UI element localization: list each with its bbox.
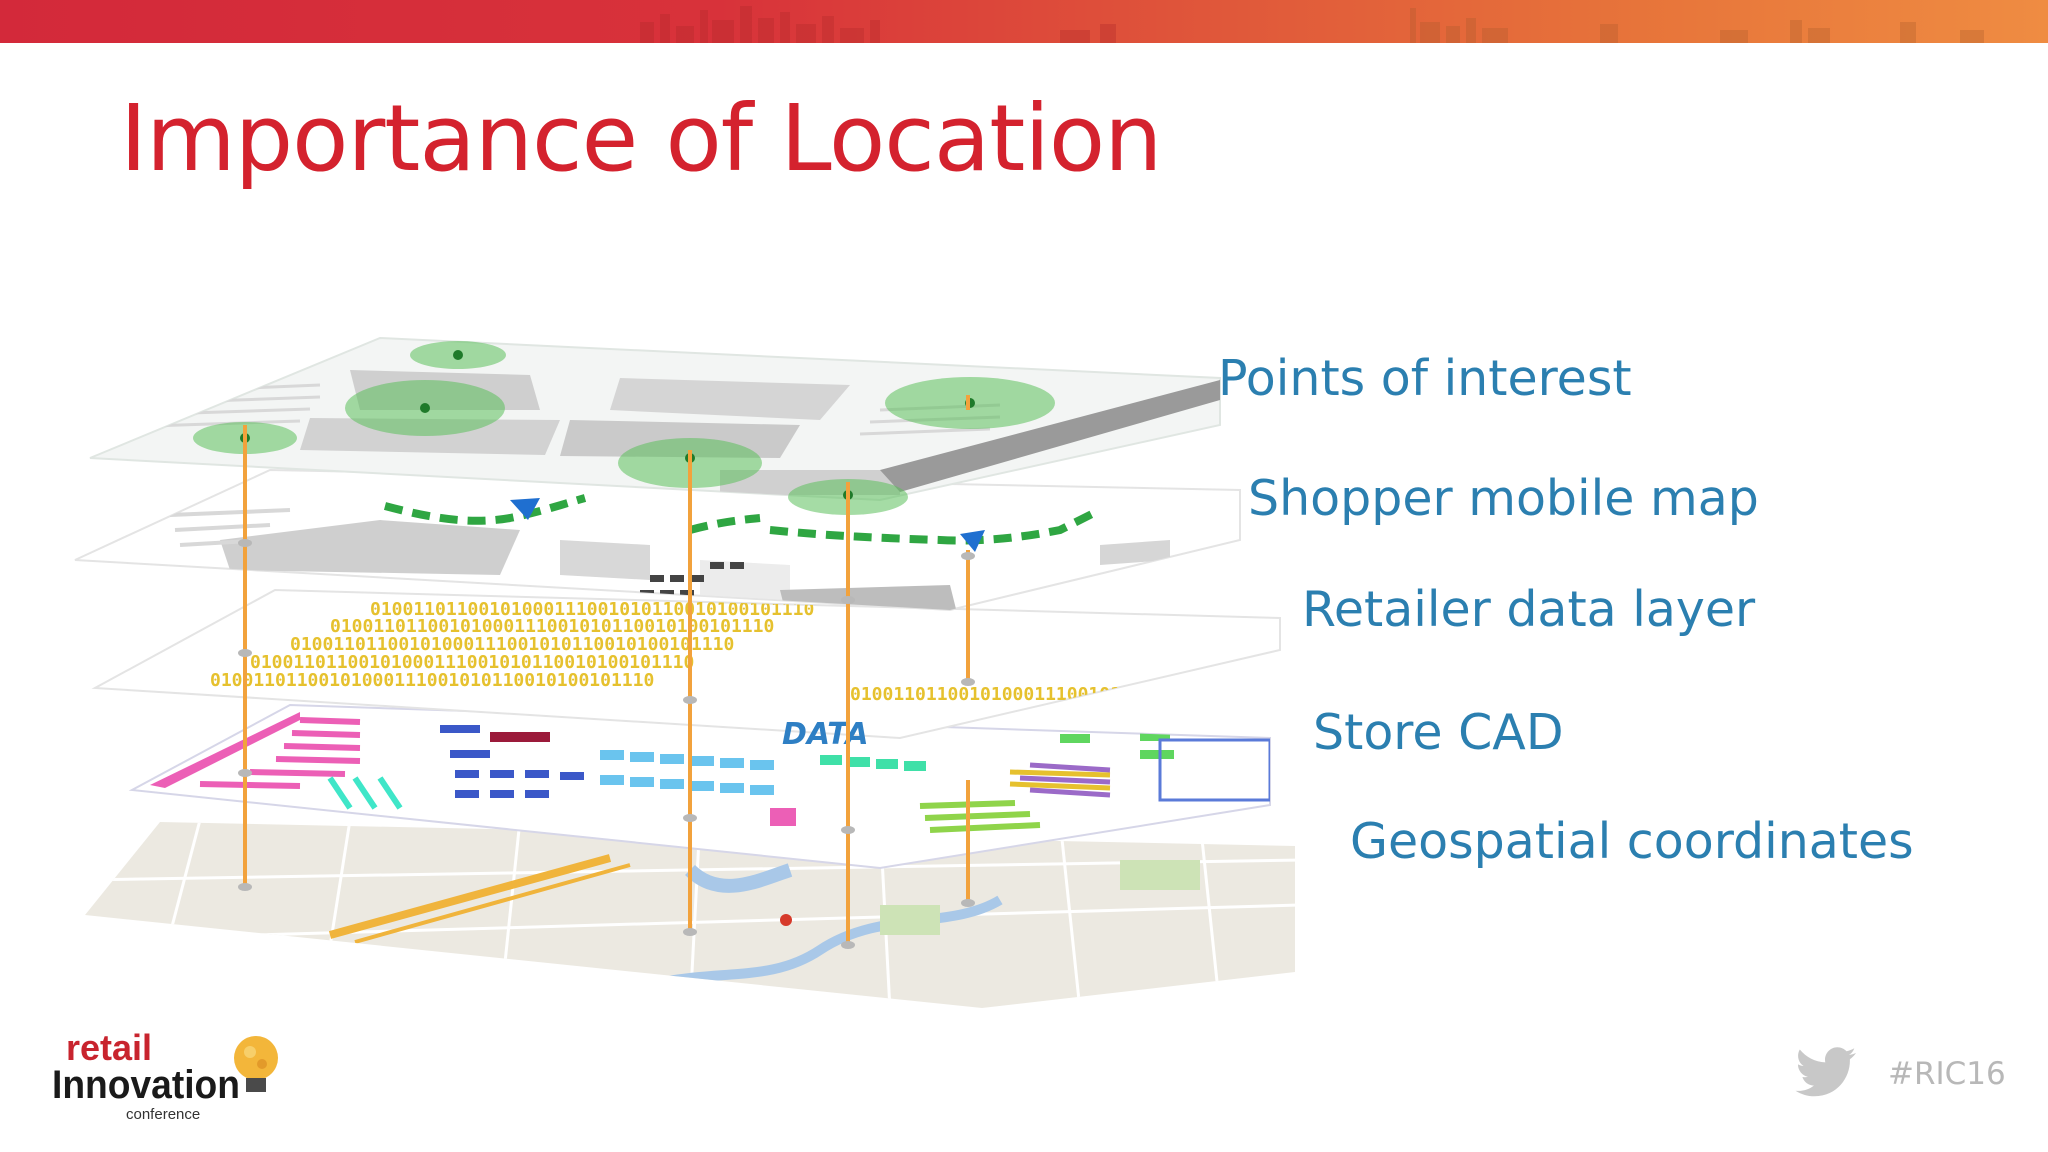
skyline-graphic <box>640 6 1984 43</box>
store-cad-layer <box>128 703 1271 870</box>
binary-row-4: 0100110110010100011100101011001010010111… <box>250 652 694 673</box>
logo-line-innovation: Innovation <box>52 1063 240 1107</box>
logo-line-conference: conference <box>126 1106 200 1123</box>
data-word: DATA <box>782 717 869 752</box>
shopper-mobile-map-layer <box>74 468 1241 612</box>
retailer-data-layer: 0100110110010100011100101011001010010111… <box>91 588 1294 752</box>
top-banner <box>0 0 2048 43</box>
label-points-of-interest: Points of interest <box>1218 350 1632 407</box>
connector-nodes <box>238 539 975 949</box>
points-of-interest-layer <box>89 336 1221 515</box>
lightbulb-icon <box>234 1036 278 1092</box>
binary-row-2: 0100110110010100011100101011001010010111… <box>330 616 774 637</box>
twitter-bird-icon[interactable] <box>1794 1046 1858 1102</box>
slide-title: Importance of Location <box>120 85 1162 192</box>
retail-innovation-logo: retail Innovation conference <box>52 1027 278 1123</box>
label-retailer-data-layer: Retailer data layer <box>1302 581 1756 638</box>
label-shopper-mobile-map: Shopper mobile map <box>1248 470 1759 527</box>
binary-row-5: 0100110110010100011100101011001010010111… <box>210 670 654 691</box>
binary-row-6: 0100110110010100011100101011001010010111… <box>850 684 1294 705</box>
logo-line-retail: retail <box>66 1027 152 1068</box>
hashtag-text: #RIC16 <box>1888 1056 2006 1092</box>
label-store-cad: Store CAD <box>1313 704 1564 761</box>
binary-row-1: 0100110110010100011100101011001010010111… <box>370 599 814 620</box>
label-geospatial-coordinates: Geospatial coordinates <box>1350 813 1914 870</box>
binary-row-3: 0100110110010100011100101011001010010111… <box>290 634 734 655</box>
